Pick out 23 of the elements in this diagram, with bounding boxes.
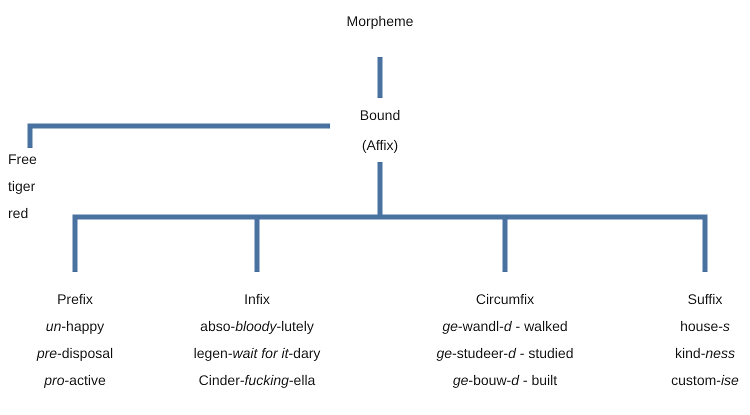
example-text: un-happy <box>44 317 106 336</box>
node-heading: Circumfix <box>474 290 536 309</box>
node-heading: Prefix <box>56 290 94 309</box>
example-text: kind-ness <box>674 344 736 363</box>
example-text: Cinder-fucking-ella <box>198 371 316 390</box>
node-heading: Suffix <box>686 290 724 309</box>
node-heading: Morpheme <box>346 12 414 31</box>
example-text: tiger <box>8 177 36 196</box>
node-heading: Free <box>8 150 38 169</box>
tree-connector <box>378 57 382 98</box>
example-text: ge-wandl-d - walked <box>441 317 569 336</box>
example-text: ge-bouw-d - built <box>452 371 558 390</box>
example-text: pro-active <box>43 371 107 390</box>
example-text: pre-disposal <box>36 344 114 363</box>
node-heading: Bound (Affix) <box>358 106 402 155</box>
tree-connector <box>28 124 330 148</box>
example-text: ge-studeer-d - studied <box>436 344 574 363</box>
example-text: house-s <box>679 317 731 336</box>
example-text: custom-ise <box>670 371 740 390</box>
example-text: legen-wait for it-dary <box>192 344 322 363</box>
node-heading: Infix <box>243 290 271 309</box>
example-text: red <box>8 204 30 223</box>
example-text: abso-bloody-lutely <box>199 317 315 336</box>
